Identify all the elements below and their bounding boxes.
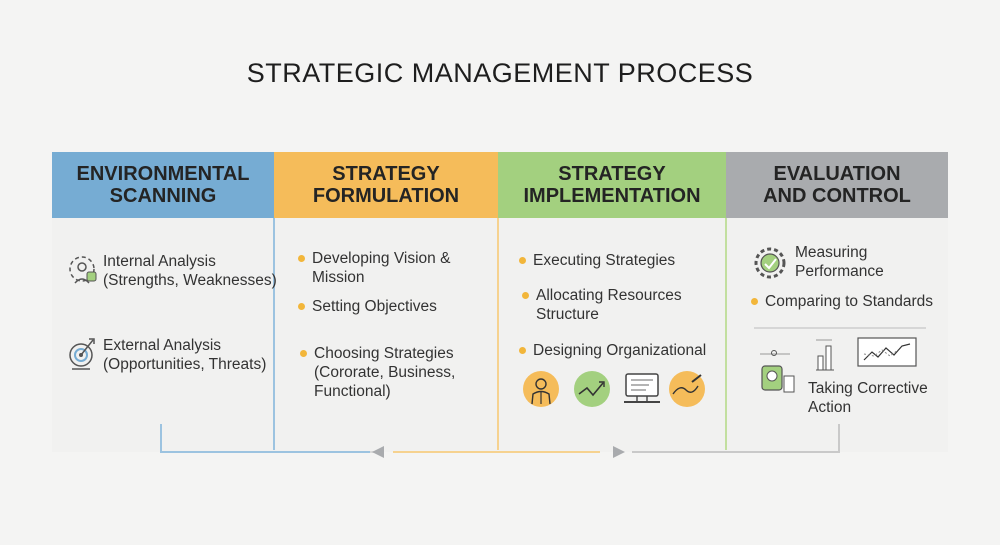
header-line: AND CONTROL xyxy=(763,185,911,207)
internal-analysis-icon xyxy=(69,256,97,284)
corrective-action-illustration xyxy=(754,327,926,393)
list-item-vision-mission: Developing Vision & Mission xyxy=(298,249,450,287)
list-item-external-analysis: External Analysis (Opportunities, Threat… xyxy=(103,336,266,374)
list-item-designing-organizational: Designing Organizational xyxy=(519,341,706,360)
bullet-dot xyxy=(298,255,305,262)
list-item-choosing-strategies: Choosing Strategies (Cororate, Business,… xyxy=(300,344,455,401)
performance-gear-icon xyxy=(754,247,786,279)
bullet-dot xyxy=(519,347,526,354)
growth-chart-icon xyxy=(574,371,610,407)
header-line: IMPLEMENTATION xyxy=(523,185,701,207)
item-line: External Analysis xyxy=(103,337,222,354)
header-line: EVALUATION xyxy=(773,163,901,185)
item-line: (Strengths, Weaknesses) xyxy=(103,272,277,289)
item-line: Action xyxy=(808,399,852,416)
pencil-chart-icon xyxy=(669,371,705,407)
right-arrow-icon xyxy=(613,446,625,458)
header-strategy-implementation: STRATEGY IMPLEMENTATION xyxy=(498,152,726,218)
left-arrow-icon xyxy=(372,446,384,458)
list-item-allocating-resources: Allocating Resources Structure xyxy=(522,286,682,324)
header-environmental-scanning: ENVIRONMENTAL SCANNING xyxy=(52,152,274,218)
item-line: Developing Vision & xyxy=(312,250,451,267)
person-icon xyxy=(523,371,559,407)
column-divider xyxy=(725,218,727,450)
header-line: FORMULATION xyxy=(312,185,460,207)
page-title: STRATEGIC MANAGEMENT PROCESS xyxy=(246,58,754,88)
list-item-measuring-performance: Measuring Performance xyxy=(795,243,884,281)
item-line: (Opportunities, Threats) xyxy=(103,356,267,373)
column-divider xyxy=(273,218,275,450)
header-line: STRATEGY xyxy=(558,163,666,185)
item-line: Taking Corrective xyxy=(808,380,928,397)
item-line: (Cororate, Business, xyxy=(314,364,456,381)
header-strategy-formulation: STRATEGY FORMULATION xyxy=(274,152,498,218)
list-item-corrective-action: Taking Corrective Action xyxy=(808,379,928,417)
column-divider xyxy=(497,218,499,450)
item-line: Setting Objectives xyxy=(312,298,437,315)
bullet-dot xyxy=(298,303,305,310)
bullet-dot xyxy=(519,257,526,264)
item-line: Performance xyxy=(795,263,884,280)
bullet-dot xyxy=(522,292,529,299)
header-line: ENVIRONMENTAL xyxy=(76,163,250,185)
item-line: Allocating Resources xyxy=(536,287,682,304)
header-evaluation-control: EVALUATION AND CONTROL xyxy=(726,152,948,218)
header-line: STRATEGY xyxy=(332,163,440,185)
computer-icon xyxy=(624,373,660,403)
item-line: Measuring xyxy=(795,244,868,261)
list-item-setting-objectives: Setting Objectives xyxy=(298,297,437,316)
list-item-executing-strategies: Executing Strategies xyxy=(519,251,675,270)
list-item-comparing-standards: Comparing to Standards xyxy=(751,292,933,311)
item-line: Comparing to Standards xyxy=(765,293,934,310)
header-line: SCANNING xyxy=(109,185,217,207)
item-line: Internal Analysis xyxy=(103,253,216,270)
item-line: Structure xyxy=(536,306,599,323)
item-line: Designing Organizational xyxy=(533,342,707,359)
item-line: Choosing Strategies xyxy=(314,345,454,362)
external-analysis-icon xyxy=(69,338,95,370)
item-line: Executing Strategies xyxy=(533,252,676,269)
item-line: Functional) xyxy=(314,383,391,400)
bullet-dot xyxy=(300,350,307,357)
list-item-internal-analysis: Internal Analysis (Strengths, Weaknesses… xyxy=(103,252,277,290)
feedback-loop-arrows xyxy=(160,424,840,458)
bullet-dot xyxy=(751,298,758,305)
item-line: Mission xyxy=(312,269,365,286)
